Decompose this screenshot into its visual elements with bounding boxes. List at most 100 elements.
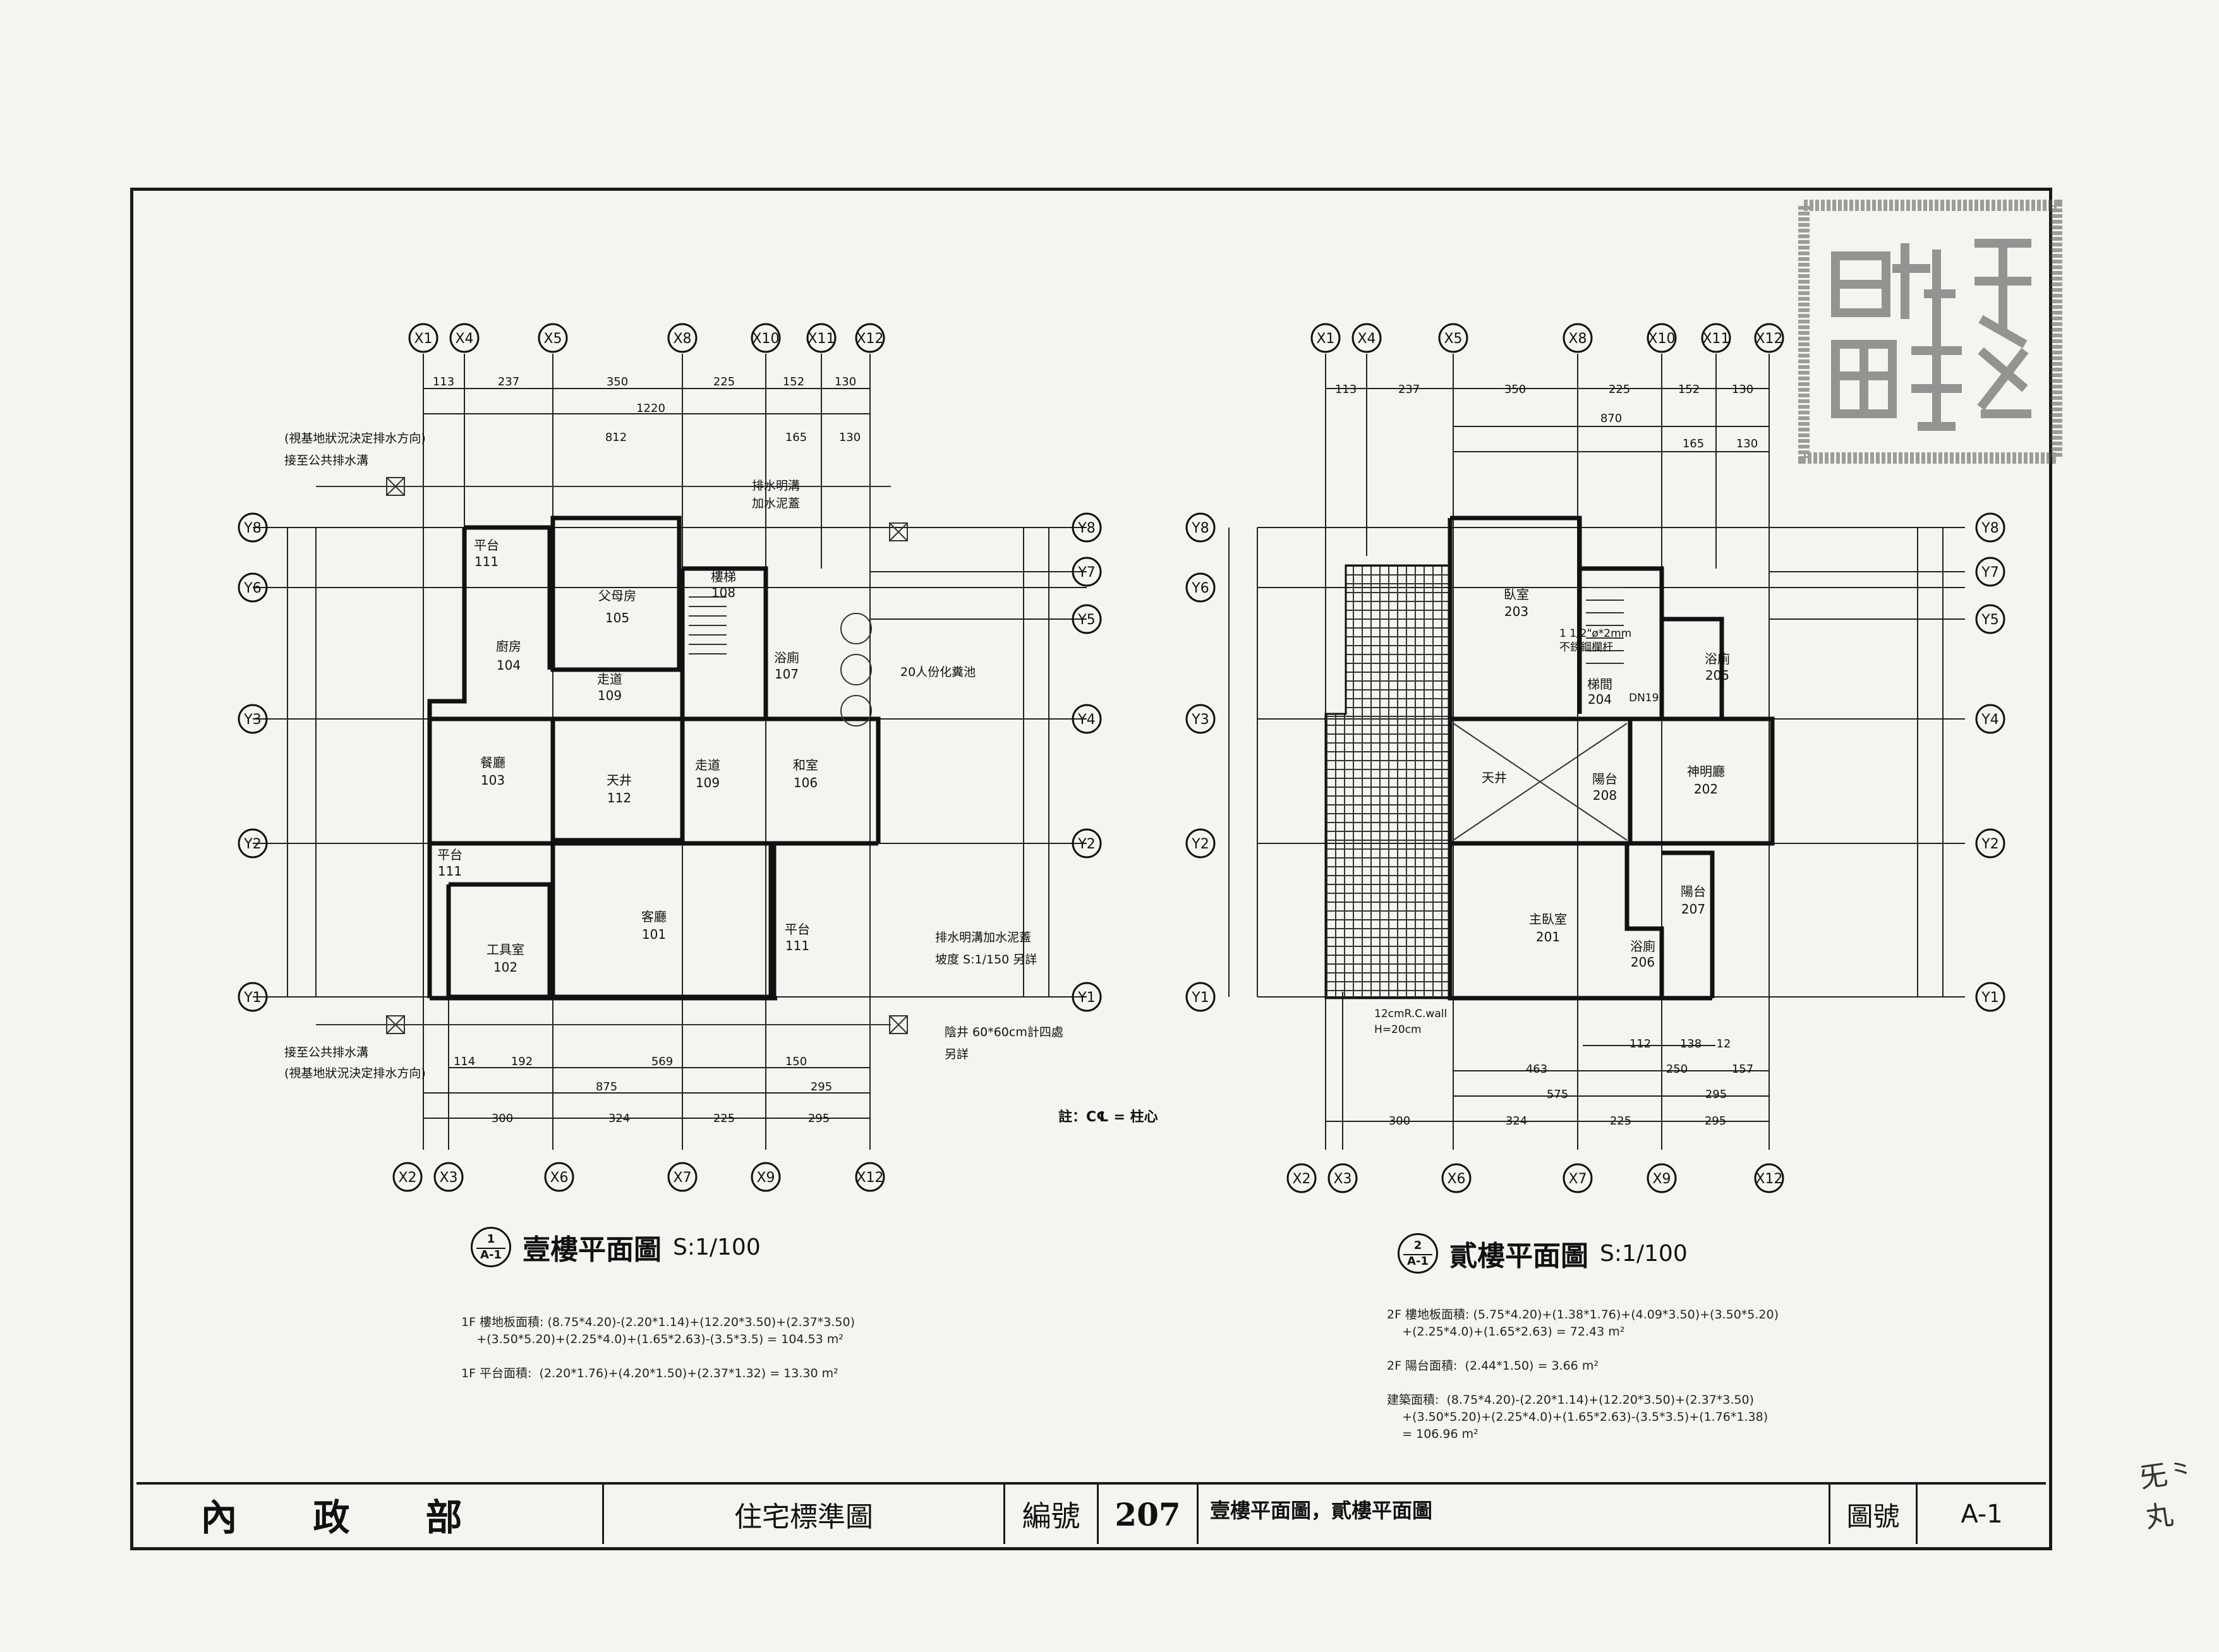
dim-text: 350 bbox=[607, 375, 628, 389]
room-name: 工具室 bbox=[487, 942, 524, 957]
room-code: 207 bbox=[1681, 901, 1705, 917]
room-name: 梯間 bbox=[1587, 677, 1612, 692]
grid-label: X1 bbox=[1316, 331, 1334, 347]
grid-label: X1 bbox=[414, 331, 432, 347]
grid-label: X12 bbox=[856, 331, 883, 347]
room-code: 208 bbox=[1593, 788, 1617, 803]
grid-label: Y8 bbox=[1077, 521, 1095, 536]
annotation: 排水明溝加水泥蓋 bbox=[935, 931, 1031, 944]
grid-label: X6 bbox=[550, 1170, 568, 1186]
room-code: 111 bbox=[438, 864, 462, 879]
grid-label: Y2 bbox=[1191, 836, 1209, 852]
grid-label: Y5 bbox=[1981, 612, 1998, 628]
annotation: DN19 bbox=[1629, 692, 1659, 704]
grid-label: X12 bbox=[856, 1170, 883, 1186]
dim-text: 1220 bbox=[636, 402, 665, 415]
dim-text: 165 bbox=[1683, 437, 1704, 450]
room-name: 平台 bbox=[785, 922, 810, 937]
project-name: 住宅標準圖 bbox=[604, 1485, 1005, 1544]
room-code: 111 bbox=[475, 554, 499, 569]
dim-text: 12 bbox=[1717, 1037, 1731, 1051]
room-code: 112 bbox=[607, 790, 631, 805]
dim-text: 130 bbox=[839, 431, 861, 444]
dim-text: 295 bbox=[808, 1112, 830, 1125]
column-center-note: 註：C℄ = 柱心 bbox=[1058, 1109, 1158, 1125]
grid-label: X7 bbox=[673, 1170, 691, 1186]
dim-text: 130 bbox=[835, 375, 856, 389]
rooms-floor2: 臥室 203 浴廁 205 梯間 204 天井 陽台 208 神明廳 202 主… bbox=[1482, 587, 1730, 970]
grid-label: X10 bbox=[1648, 331, 1675, 347]
dim-text: 152 bbox=[783, 375, 804, 389]
annotation: 另詳 bbox=[945, 1047, 969, 1061]
annotation: 20人份化糞池 bbox=[900, 665, 976, 679]
dim-text: 237 bbox=[498, 375, 519, 389]
room-code: 205 bbox=[1705, 668, 1729, 683]
room-code: 201 bbox=[1536, 929, 1560, 944]
dim-text: 250 bbox=[1666, 1063, 1688, 1076]
annotation: 接至公共排水溝 bbox=[284, 1046, 368, 1059]
dim-text: 875 bbox=[596, 1080, 617, 1094]
drawing-number: 207 bbox=[1099, 1485, 1199, 1544]
grid-label: X7 bbox=[1568, 1171, 1587, 1187]
grid-label: X5 bbox=[543, 331, 562, 347]
floor2-scale: S:1/100 bbox=[1600, 1240, 1688, 1267]
floor1-scale: S:1/100 bbox=[673, 1234, 761, 1260]
dim-text: 324 bbox=[1506, 1114, 1527, 1128]
dim-text: 569 bbox=[651, 1055, 673, 1068]
grid-label: Y1 bbox=[1191, 990, 1209, 1006]
grid-labels-floor2: X1 X4 X5 X8 X10 X11 X12 X2 X3 X6 X7 X9 X… bbox=[1191, 331, 1998, 1187]
dims-floor1: 113 237 350 225 152 130 1220 812 165 130… bbox=[433, 375, 861, 1125]
room-name: 樓梯 bbox=[711, 569, 736, 584]
grid-label: X6 bbox=[1447, 1171, 1465, 1187]
room-code: 204 bbox=[1588, 692, 1612, 707]
room-code: 107 bbox=[775, 666, 799, 682]
annotation: 12cmR.C.wall bbox=[1374, 1008, 1447, 1020]
dim-text: 150 bbox=[785, 1055, 807, 1068]
grid-label: Y1 bbox=[1077, 990, 1095, 1006]
agency-name: 內政部 bbox=[136, 1485, 604, 1544]
dim-text: 350 bbox=[1504, 383, 1526, 396]
dim-text: 113 bbox=[1335, 383, 1357, 396]
dim-text: 192 bbox=[511, 1055, 533, 1068]
drawing-title: 壹樓平面圖，貳樓平面圖 bbox=[1199, 1485, 1830, 1544]
number-label: 編號 bbox=[1005, 1485, 1099, 1544]
dim-text: 295 bbox=[811, 1080, 832, 1094]
room-code: 106 bbox=[794, 775, 818, 790]
annotation: (視基地狀況決定排水方向) bbox=[284, 1066, 426, 1080]
floor1-area-calc: 1F 樓地板面積: (8.75*4.20)-(2.20*1.14)+(12.20… bbox=[461, 1315, 856, 1380]
grid-labels-floor1: X1 X4 X5 X8 X10 X11 X12 X2 X3 X6 X7 X9 X… bbox=[243, 331, 1095, 1186]
dim-text: 225 bbox=[1609, 383, 1630, 396]
dim-text: 237 bbox=[1398, 383, 1420, 396]
signature-icon: 旡⺀丸 bbox=[2137, 1454, 2198, 1534]
room-code: 103 bbox=[481, 773, 505, 788]
grid-label: Y3 bbox=[1191, 712, 1209, 728]
dim-text: 114 bbox=[454, 1055, 475, 1068]
dim-text: 130 bbox=[1736, 437, 1758, 450]
dim-text: 575 bbox=[1547, 1088, 1568, 1101]
grid-label: Y8 bbox=[1191, 521, 1209, 536]
annotation: (視基地狀況決定排水方向) bbox=[284, 431, 426, 445]
annotation: 接至公共排水溝 bbox=[284, 454, 368, 467]
seal-stamp-icon bbox=[1798, 200, 2062, 464]
room-name: 平台 bbox=[474, 538, 499, 553]
room-name: 陽台 bbox=[1681, 884, 1706, 899]
grid-label: Y4 bbox=[1077, 712, 1095, 728]
grid-label: X3 bbox=[1333, 1171, 1351, 1187]
annotations-floor2: 1 1/2"ø*2mm 不銹鋼欄杆 DN19 12cmR.C.wall H=20… bbox=[1374, 627, 1659, 1036]
room-code: 109 bbox=[696, 775, 720, 790]
room-name: 陽台 bbox=[1592, 771, 1617, 787]
room-name: 主臥室 bbox=[1529, 912, 1567, 927]
dim-text: 295 bbox=[1705, 1114, 1726, 1128]
grid-label: X8 bbox=[673, 331, 691, 347]
room-code: 102 bbox=[493, 960, 517, 975]
annotation: 不銹鋼欄杆 bbox=[1559, 641, 1613, 654]
grid-label: Y5 bbox=[1077, 612, 1095, 628]
room-name: 廚房 bbox=[496, 639, 521, 654]
floor1-title-text: 壹樓平面圖 bbox=[523, 1234, 662, 1266]
sheet-label: 圖號 bbox=[1830, 1485, 1918, 1544]
room-name: 浴廁 bbox=[1705, 651, 1730, 666]
grid-label: X8 bbox=[1568, 331, 1587, 347]
annotation: 陰井 60*60cm計四處 bbox=[945, 1025, 1063, 1039]
room-name: 浴廁 bbox=[774, 650, 799, 665]
